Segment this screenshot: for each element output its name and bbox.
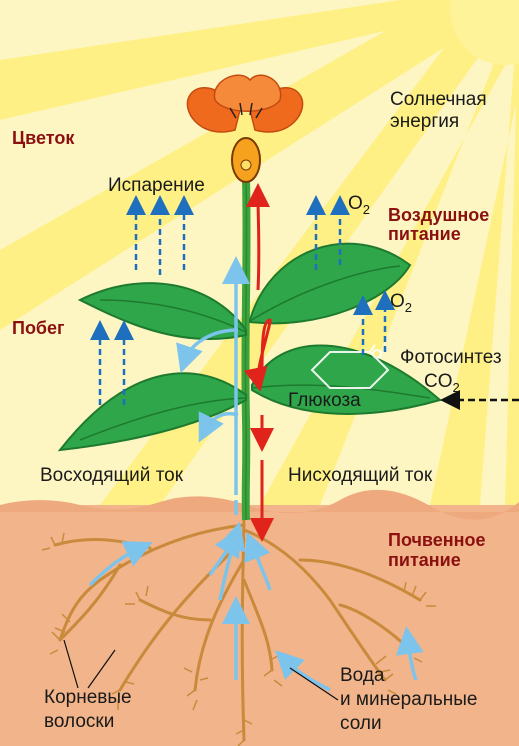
label-water-line1: Вода	[340, 664, 384, 687]
label-o2-top: O2	[348, 192, 370, 216]
label-co2: CO2	[424, 370, 460, 394]
label-sun-energy-line2: энергия	[390, 110, 459, 133]
label-air-nutrition-line1: Воздушное	[388, 205, 489, 226]
label-water-line2: и минеральные	[340, 688, 477, 711]
label-soil-nutrition-line1: Почвенное	[388, 530, 486, 551]
label-o2-mid: O2	[390, 290, 412, 314]
label-water-line3: соли	[340, 712, 382, 735]
label-soil-nutrition-line2: питание	[388, 550, 461, 571]
label-root-hairs-line2: волоски	[44, 710, 114, 733]
label-glucose: Глюкоза	[288, 389, 361, 412]
label-air-nutrition-line2: питание	[388, 224, 461, 245]
label-sun-energy-line1: Солнечная	[390, 88, 487, 111]
label-flower: Цветок	[12, 128, 74, 149]
label-photosynthesis: Фотосинтез	[400, 346, 502, 369]
label-descending-flow: Нисходящий ток	[288, 464, 432, 487]
label-root-hairs-line1: Корневые	[44, 686, 132, 709]
label-shoot: Побег	[12, 318, 65, 339]
label-evaporation: Испарение	[108, 174, 205, 197]
label-ascending-flow: Восходящий ток	[40, 464, 183, 487]
